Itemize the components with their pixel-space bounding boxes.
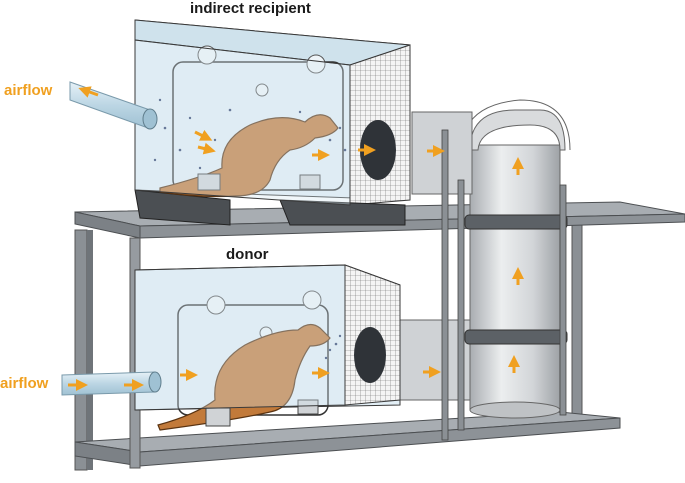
connecting-duct: [399, 99, 571, 441]
airflow-label-bottom: airflow: [0, 375, 49, 392]
donor-label: donor: [226, 246, 269, 263]
arrow-icon: [78, 86, 99, 98]
flow-arrows: [68, 86, 524, 391]
indirect-recipient-label: indirect recipient: [190, 0, 311, 17]
arrow-icon: [194, 129, 213, 141]
indirect-recipient-cage: [69, 19, 411, 226]
airflow-label-top: airflow: [4, 82, 53, 99]
donor-cage: [61, 264, 401, 431]
arrow-icon: [197, 142, 216, 155]
